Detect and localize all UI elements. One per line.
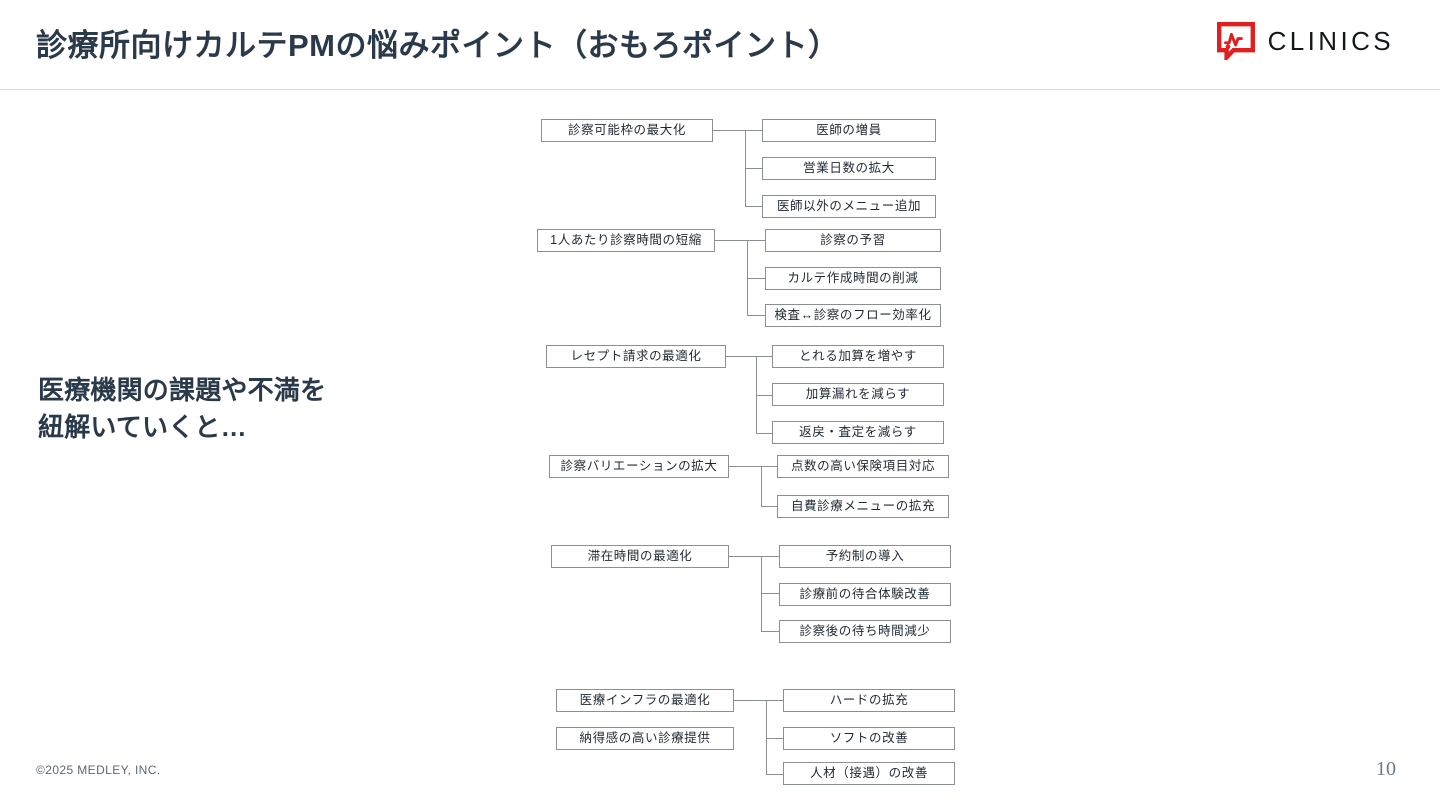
tree-connector (766, 700, 784, 701)
tree-parent-node: 診察可能枠の最大化 (541, 119, 713, 142)
tree-child-node: とれる加算を増やす (772, 345, 944, 368)
tree-connector (715, 240, 759, 241)
tree-parent-node: 診察バリエーションの拡大 (549, 455, 729, 478)
tree-child-node: 診察の予習 (765, 229, 941, 252)
tree-connector (766, 700, 767, 774)
tree-connector (729, 556, 774, 557)
tree-parent-node: 1人あたり診察時間の短縮 (537, 229, 715, 252)
tree-child-node: ハードの拡充 (783, 689, 955, 712)
tree-connector (766, 738, 784, 739)
tree-child-node: 医師以外のメニュー追加 (762, 195, 936, 218)
tree-connector (761, 466, 778, 467)
tree-connector (713, 130, 757, 131)
logo-wordmark: CLINICS (1267, 25, 1394, 56)
tree-connector (756, 356, 773, 357)
lead-copy-line-2: 紐解いていくと… (38, 411, 247, 442)
tree-connector (745, 130, 763, 131)
tree-connector (761, 466, 762, 506)
clinics-speech-bubble-icon (1216, 22, 1255, 63)
tree-child-node: 営業日数の拡大 (762, 157, 936, 180)
tree-child-node: カルテ作成時間の削減 (765, 267, 941, 290)
tree-child-node: 点数の高い保険項目対応 (777, 455, 949, 478)
tree-connector (756, 433, 773, 434)
lead-copy: 医療機関の課題や不満を 紐解いていくと… (38, 372, 458, 446)
tree-connector (761, 506, 778, 507)
tree-parent-node: 滞在時間の最適化 (551, 545, 729, 568)
tree-connector (766, 774, 784, 775)
tree-connector (726, 356, 768, 357)
page-number: 10 (1376, 758, 1396, 780)
tree-connector (747, 240, 766, 241)
slide-header: 診療所向けカルテPMの悩みポイント（おもろポイント） CLINICS (0, 0, 1440, 90)
tree-connector (729, 466, 773, 467)
tree-connector (745, 168, 763, 169)
page-title: 診療所向けカルテPMの悩みポイント（おもろポイント） (36, 28, 840, 63)
tree-child-node: 検査↔診察のフロー効率化 (765, 304, 941, 327)
tree-child-node: 返戻・査定を減らす (772, 421, 944, 444)
tree-connector (745, 206, 763, 207)
tree-parent-node: 納得感の高い診療提供 (556, 727, 734, 750)
tree-connector (761, 593, 780, 594)
tree-child-node: 診察後の待ち時間減少 (779, 620, 951, 643)
tree-connector (747, 315, 766, 316)
tree-connector (747, 278, 766, 279)
tree-connector (761, 556, 780, 557)
header-divider (0, 89, 1440, 90)
tree-connector (761, 631, 780, 632)
tree-child-node: 人材（接遇）の改善 (783, 762, 955, 785)
copyright-text: ©2025 MEDLEY, INC. (36, 763, 161, 777)
lead-copy-line-1: 医療機関の課題や不満を (38, 375, 327, 405)
tree-child-node: ソフトの改善 (783, 727, 955, 750)
tree-connector (734, 700, 779, 701)
tree-child-node: 医師の増員 (762, 119, 936, 142)
tree-parent-node: 医療インフラの最適化 (556, 689, 734, 712)
clinics-logo: CLINICS (1216, 22, 1394, 63)
tree-child-node: 診療前の待合体験改善 (779, 583, 951, 606)
tree-child-node: 予約制の導入 (779, 545, 951, 568)
tree-parent-node: レセプト請求の最適化 (546, 345, 726, 368)
tree-child-node: 自費診療メニューの拡充 (777, 495, 949, 518)
tree-connector (756, 395, 773, 396)
tree-child-node: 加算漏れを減らす (772, 383, 944, 406)
